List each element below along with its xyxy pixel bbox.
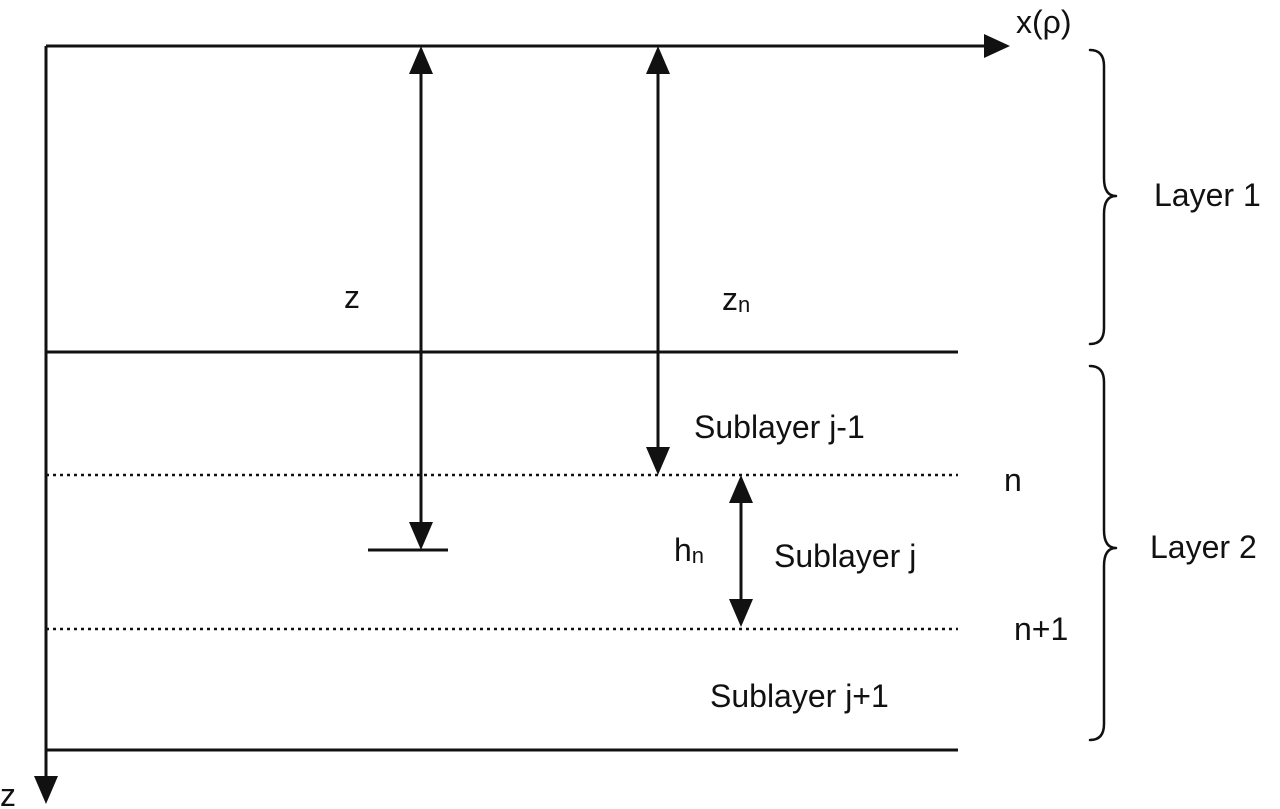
hn-label-main: h <box>674 532 692 568</box>
z-axis-label: z <box>0 777 16 809</box>
hn-dimension-arrow <box>729 475 753 627</box>
interface-n-label: n <box>1004 462 1022 498</box>
hn-dimension-label: hn <box>674 532 704 568</box>
z-dimension-label: z <box>344 279 360 315</box>
z-dimension-arrow <box>368 46 448 552</box>
zn-label-main: z <box>722 281 738 317</box>
layer-2-label: Layer 2 <box>1150 529 1257 565</box>
x-axis <box>46 34 1010 58</box>
zn-label-subscript: n <box>738 292 750 317</box>
zn-dimension-label: zn <box>722 281 750 317</box>
layer-2-brace <box>1088 364 1118 742</box>
sublayer-j-plus-1-label: Sublayer j+1 <box>710 678 889 714</box>
layer-1-brace <box>1088 48 1118 346</box>
interface-n-plus-1-label: n+1 <box>1014 611 1068 647</box>
z-axis-arrowhead <box>34 776 58 804</box>
zn-dimension-arrow <box>646 46 670 475</box>
x-axis-label: x(ρ) <box>1016 4 1072 40</box>
z-axis <box>34 46 58 804</box>
sublayer-j-minus-1-label: Sublayer j-1 <box>694 409 865 445</box>
x-axis-arrowhead <box>984 34 1010 58</box>
hn-label-subscript: n <box>692 543 704 568</box>
sublayer-j-label: Sublayer j <box>774 538 916 574</box>
layer-1-label: Layer 1 <box>1154 177 1261 213</box>
